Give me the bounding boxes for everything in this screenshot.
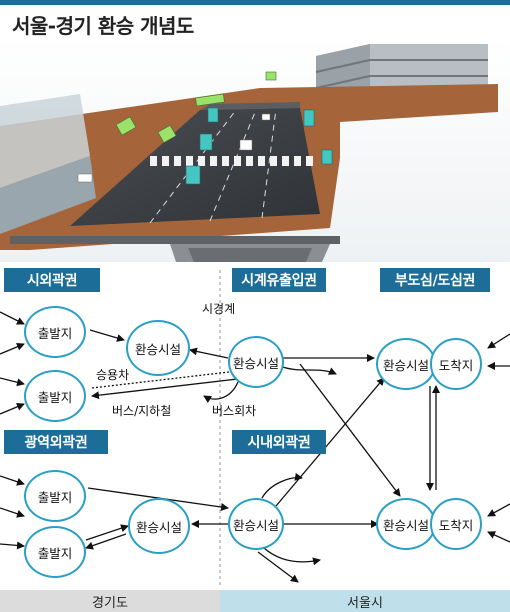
node-destination-lower: 도착지 bbox=[430, 498, 482, 550]
top-accent-bar bbox=[0, 0, 510, 5]
node-destination-upper: 도착지 bbox=[430, 338, 482, 390]
node-transfer-boundary: 환승시설 bbox=[228, 336, 284, 388]
footer-gyeonggi: 경기도 bbox=[0, 590, 220, 612]
node-transfer-outer: 환승시설 bbox=[126, 320, 190, 376]
footer-seoul: 서울시 bbox=[220, 590, 510, 612]
zone-outer-city: 시외곽권 bbox=[4, 268, 100, 292]
transfer-concept-diagram: 시외곽권 시계유출입권 부도심/도심권 광역외곽권 시내외곽권 출발지 출발지 … bbox=[0, 262, 510, 612]
zone-inner-outer: 시내외곽권 bbox=[232, 430, 326, 454]
node-transfer-metro: 환승시설 bbox=[128, 498, 190, 554]
page-title: 서울-경기 환승 개념도 bbox=[12, 14, 194, 38]
node-transfer-center-upper: 환승시설 bbox=[376, 338, 436, 390]
zone-metro-outer: 광역외곽권 bbox=[4, 430, 108, 454]
node-departure-2: 출발지 bbox=[24, 370, 86, 422]
zone-subcenter-center: 부도심/도심권 bbox=[380, 268, 490, 292]
node-departure-3: 출발지 bbox=[24, 470, 86, 522]
node-transfer-inner: 환승시설 bbox=[228, 498, 284, 550]
node-departure-1: 출발지 bbox=[24, 306, 86, 358]
label-bus-turnaround: 버스회차 bbox=[212, 404, 257, 418]
node-departure-4: 출발지 bbox=[24, 526, 86, 578]
transfer-center-illustration bbox=[0, 38, 510, 262]
diagram-connectors bbox=[0, 270, 510, 588]
label-car: 승용차 bbox=[96, 368, 130, 382]
label-bus-subway: 버스/지하철 bbox=[112, 404, 172, 418]
zone-boundary-inflow: 시계유출입권 bbox=[232, 268, 326, 292]
label-city-boundary: 시경계 bbox=[202, 302, 236, 316]
node-transfer-center-lower: 환승시설 bbox=[376, 498, 436, 550]
